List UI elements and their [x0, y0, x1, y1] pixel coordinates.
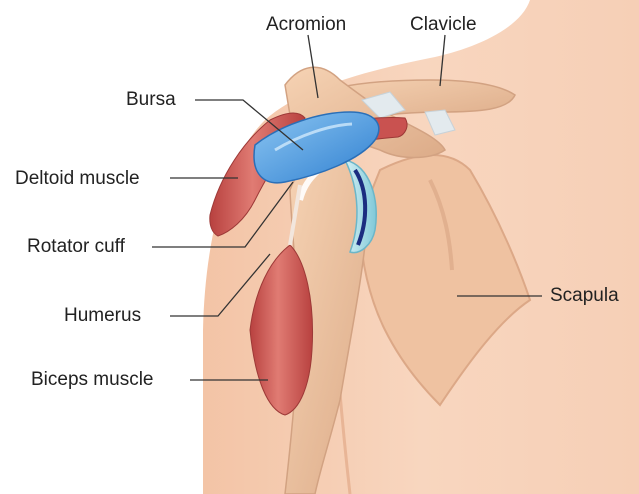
label-deltoid: Deltoid muscle: [15, 169, 140, 188]
label-scapula: Scapula: [550, 286, 619, 305]
label-biceps: Biceps muscle: [31, 370, 154, 389]
label-clavicle: Clavicle: [410, 15, 477, 34]
label-bursa: Bursa: [126, 90, 176, 109]
label-humerus: Humerus: [64, 306, 141, 325]
label-rotator-cuff: Rotator cuff: [27, 237, 125, 256]
label-acromion: Acromion: [266, 15, 346, 34]
